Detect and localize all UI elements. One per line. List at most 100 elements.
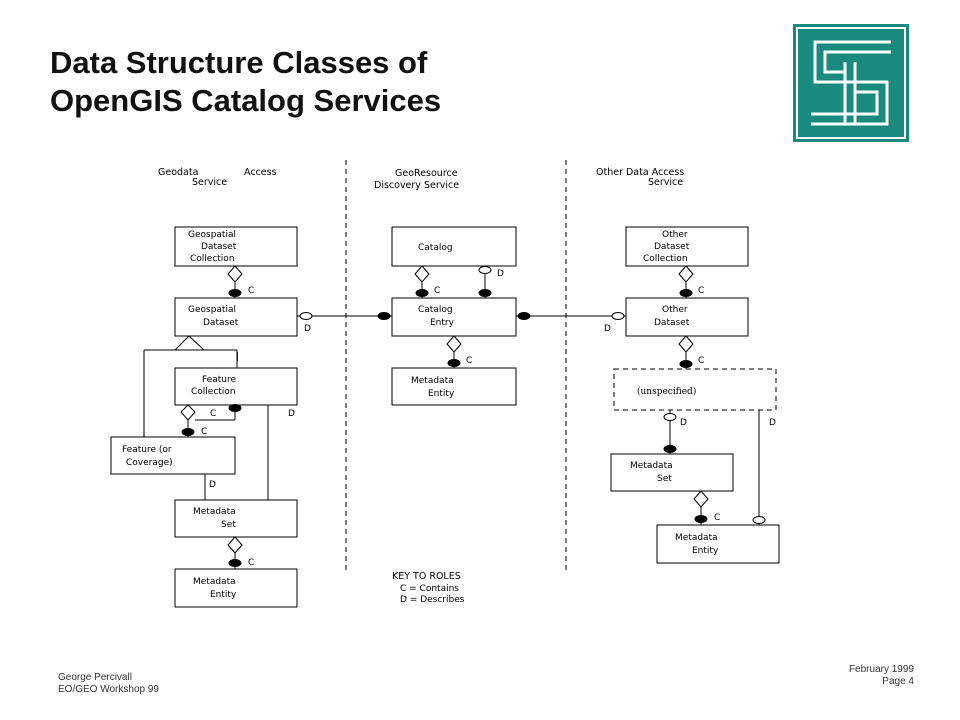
box-label: Other [662,230,688,240]
role-d: D [604,324,611,334]
box-catalog [391,226,517,267]
box-catalog-entry [391,297,517,337]
role-end-open [611,312,625,320]
box-label: Collection [191,387,236,397]
role-marker: | [236,352,239,362]
role-d: D [680,418,687,428]
role-c: C [698,356,704,366]
role-end-open [752,516,766,524]
role-end-filled [694,515,708,523]
box-label: Metadata [411,376,454,386]
role-d: D [769,418,776,428]
role-end-filled [228,404,242,412]
box-label: Set [657,474,672,484]
footer-right: February 1999 Page 4 [849,664,914,688]
role-end-filled [415,289,429,297]
footer-date: February 1999 [848,664,914,675]
aggregation-diamond [446,335,462,353]
box-left-metadata-set [174,499,298,538]
box-right-metadata-entity [656,524,780,564]
box-label: Set [221,520,236,530]
left-header-geodata: Geodata [158,167,198,178]
role-end-filled [517,312,531,320]
role-d: D [304,324,311,334]
box-other-dataset-collection [625,226,749,267]
right-header-line1: Other Data Access [596,167,684,178]
box-feature-or-coverage [110,436,236,475]
role-end-filled [181,428,195,436]
aggregation-diamond [227,536,243,554]
box-label: Entry [430,318,455,328]
role-c: C [466,356,472,366]
role-c: C [698,286,704,296]
key-describes: D = Describes [400,595,465,605]
box-label: Metadata [193,507,236,517]
footer-left: George Percivall EO/GEO Workshop 99 [58,672,159,696]
footer-page: Page 4 [882,676,914,687]
box-label: Catalog [418,243,453,253]
box-label: Entity [692,546,719,556]
box-label: Catalog [418,305,453,315]
stg-logo-icon [793,24,909,142]
box-label: Collection [190,254,235,264]
middle-header-line1: GeoResource [395,168,458,179]
box-label: Dataset [203,318,239,328]
box-label: Dataset [654,318,690,328]
role-end-filled [663,445,677,453]
box-mid-metadata-entity [391,367,517,406]
left-header-access: Access [244,167,277,178]
box-label: Feature [202,375,236,385]
box-label: Geospatial [188,305,236,315]
aggregation-diamond [678,335,694,353]
role-end-filled [478,289,492,297]
box-label: Dataset [654,242,690,252]
box-left-metadata-entity [174,568,298,608]
role-c: C [434,286,440,296]
left-header-service: Service [192,177,227,188]
box-geospatial-dataset [174,297,298,337]
box-label: Entity [210,590,237,600]
box-geospatial-dataset-collection [174,226,298,267]
role-c: C [248,558,254,568]
box-label: Dataset [201,242,237,252]
key-title: KEY TO ROLES [392,571,461,582]
role-c: C [714,513,720,523]
aggregation-diamond [678,265,694,283]
box-label: Coverage) [126,458,173,468]
role-end-filled [377,312,391,320]
box-right-metadata-set [610,453,734,492]
right-header-line2: Service [648,177,683,188]
role-d: D [209,480,216,490]
role-end-filled [228,559,242,567]
slide-title: Data Structure Classes of OpenGIS Catalo… [50,44,441,120]
middle-header-line2: Discovery Service [374,180,459,191]
box-label: Entity [428,389,455,399]
role-c: C [201,427,207,437]
box-label: Feature (or [122,445,172,455]
aggregation-diamond [414,265,430,283]
title-line-2: OpenGIS Catalog Services [50,83,442,118]
role-end-open [299,312,313,320]
inheritance-triangle [173,335,206,351]
role-d: D [288,409,295,419]
box-label: Geospatial [188,230,236,240]
role-end-filled [447,359,461,367]
role-d: D [497,269,504,279]
box-label: Other [662,305,688,315]
aggregation-diamond [227,265,243,283]
role-end-filled [679,360,693,368]
role-end-filled [679,289,693,297]
box-label: (unspecified) [637,386,696,397]
box-label: Metadata [675,533,718,543]
role-end-open [663,413,677,421]
role-c: C [248,286,254,296]
box-other-dataset [625,297,749,337]
box-feature-collection [174,367,298,406]
footer-author: George Percivall [58,672,132,683]
aggregation-diamond [180,404,196,421]
aggregation-diamond [693,490,709,508]
role-end-filled [228,289,242,297]
box-label: Collection [643,254,688,264]
key-contains: C = Contains [400,584,459,594]
